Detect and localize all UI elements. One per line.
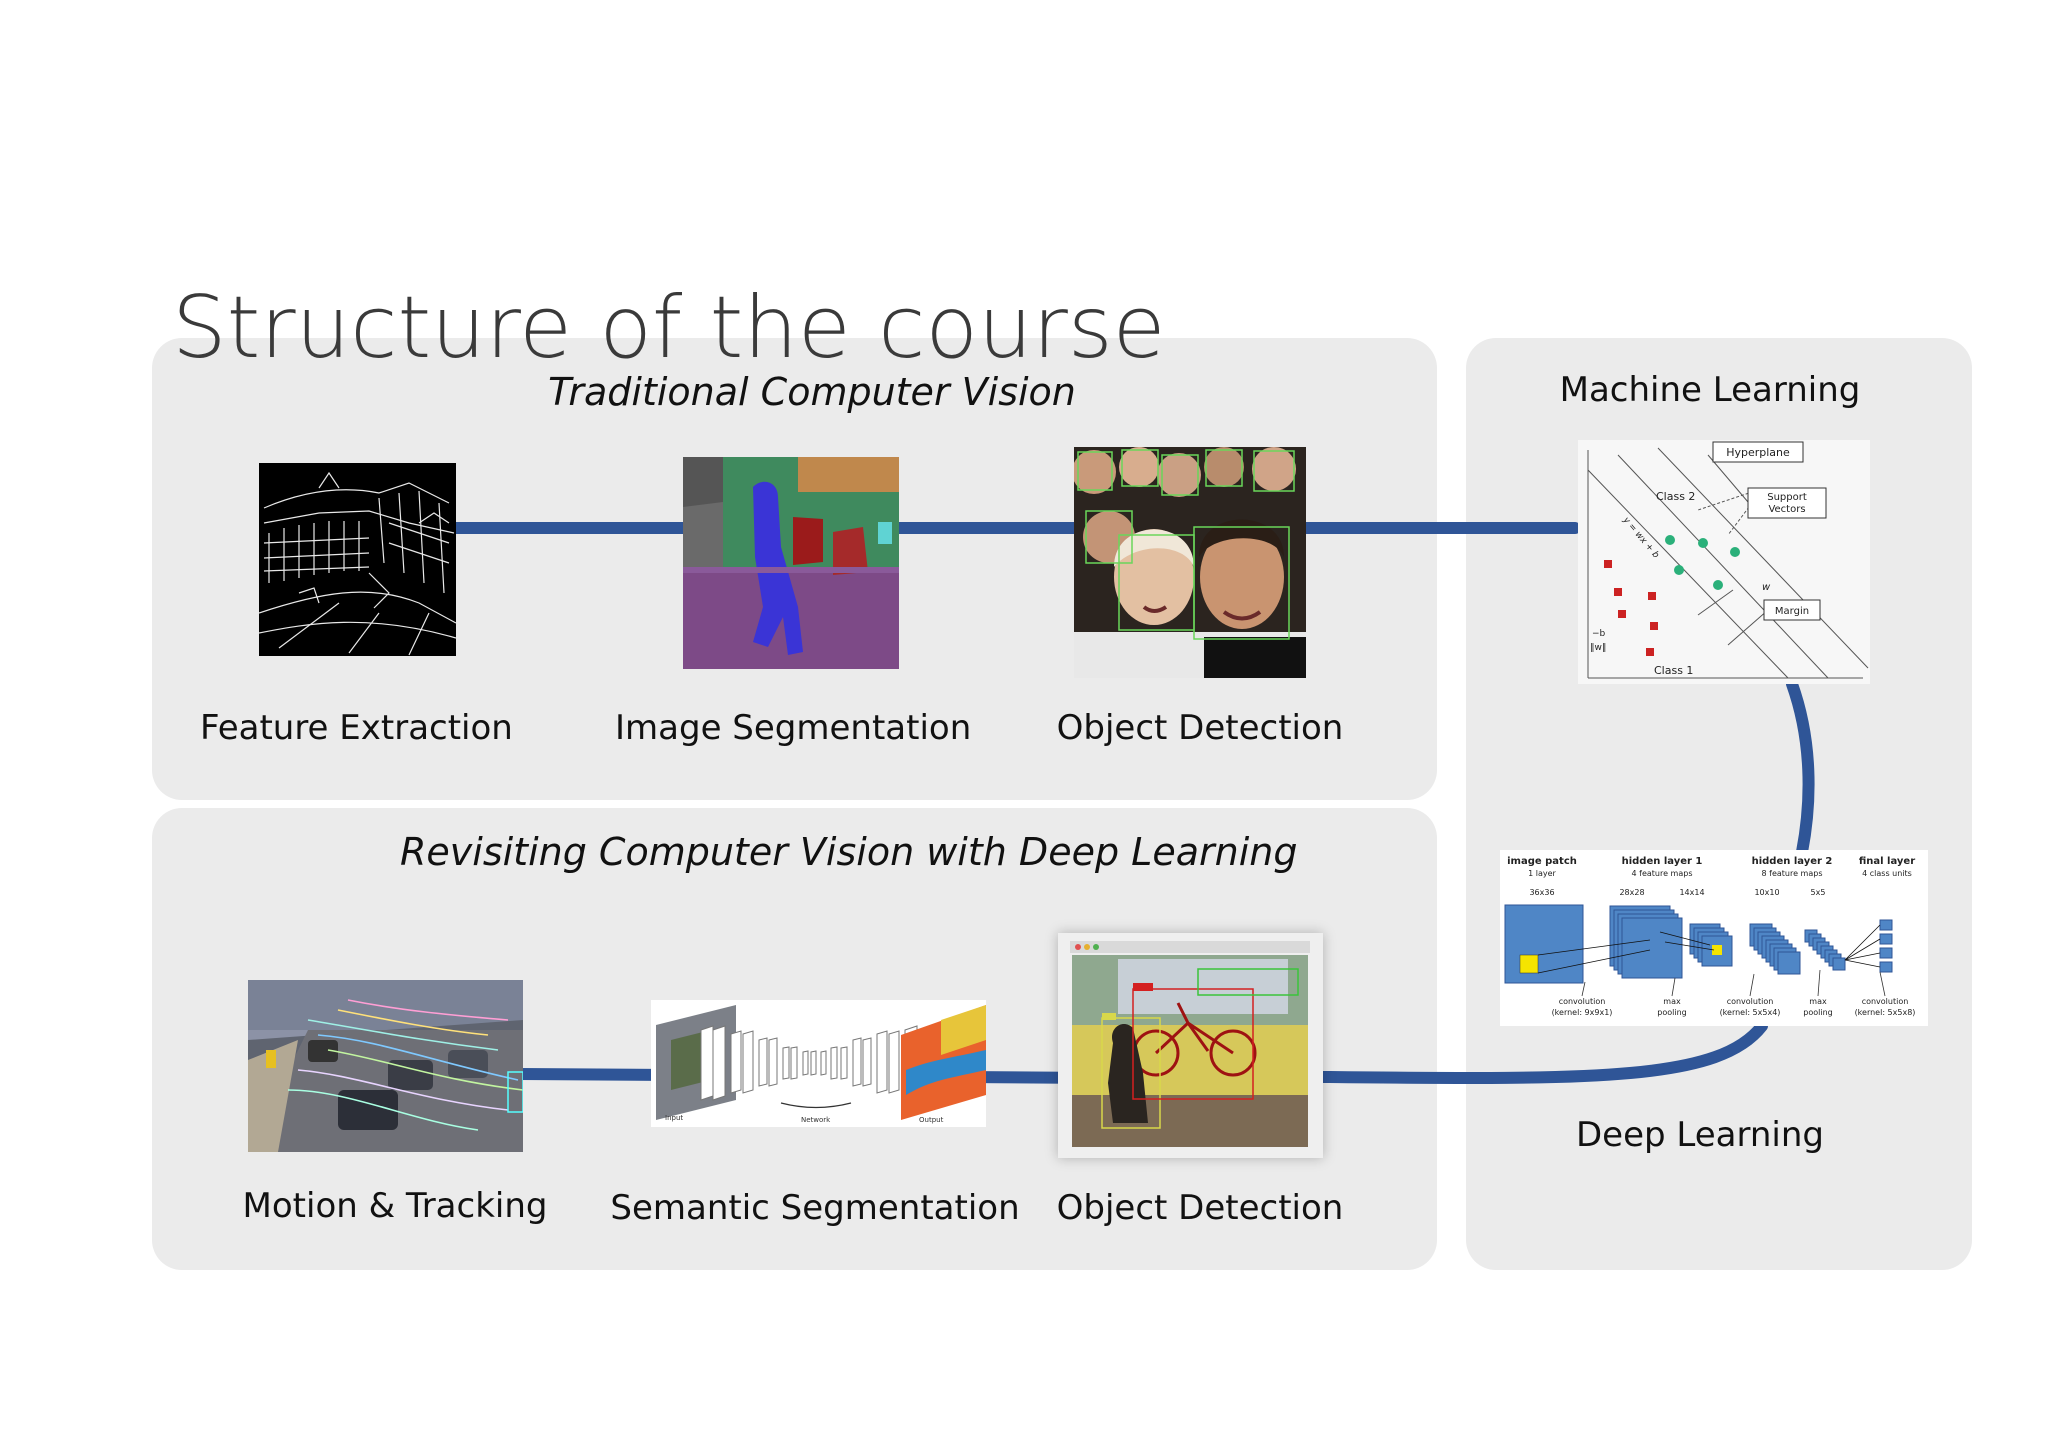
cnn-architecture-figure: image patch 1 layer 36x36 hidden layer 1… <box>1500 850 1928 1026</box>
cnn-op5-b: (kernel: 5x5x8) <box>1855 1008 1916 1017</box>
cnn-col3-dim-a: 10x10 <box>1754 888 1779 897</box>
svm-neg-b-label: −b <box>1592 629 1606 639</box>
cnn-col1-sub: 1 layer <box>1528 869 1556 878</box>
svm-norm-w-label: ‖w‖ <box>1590 643 1606 653</box>
cnn-col3-sub: 8 feature maps <box>1762 869 1823 878</box>
segmentation-map-image <box>683 457 899 669</box>
svm-class1-label: Class 1 <box>1654 664 1693 677</box>
svm-w-label: w <box>1762 582 1771 593</box>
cnn-op5-a: convolution <box>1862 997 1909 1006</box>
image-segmentation-label: Image Segmentation <box>615 708 972 748</box>
cnn-col2-sub: 4 feature maps <box>1632 869 1693 878</box>
ml-heading: Machine Learning <box>1559 370 1861 410</box>
net-output-label: Output <box>919 1116 944 1124</box>
cnn-op2-a: max <box>1663 997 1681 1006</box>
connector-ml-to-dl <box>1786 678 1815 858</box>
cnn-op3-b: (kernel: 5x5x4) <box>1720 1008 1781 1017</box>
motion-tracking-label: Motion & Tracking <box>242 1186 548 1226</box>
connector-dl-to-bottom-row <box>1294 1020 1768 1085</box>
traditional-cv-heading: Traditional Computer Vision <box>548 370 1076 414</box>
cnn-col1-title: image patch <box>1507 856 1577 867</box>
net-network-label: Network <box>801 1116 831 1124</box>
svm-margin-label: Margin <box>1775 606 1809 617</box>
dl-heading: Deep Learning <box>1575 1115 1824 1155</box>
cnn-op3-a: convolution <box>1727 997 1774 1006</box>
object-detection-label-bottom: Object Detection <box>1056 1188 1344 1228</box>
feature-extraction-label: Feature Extraction <box>200 708 513 748</box>
cnn-op1-b: (kernel: 9x9x1) <box>1552 1008 1613 1017</box>
cnn-col4-sub: 4 class units <box>1862 869 1912 878</box>
semantic-segmentation-label: Semantic Segmentation <box>610 1188 1020 1228</box>
slide-title: Structure of the course <box>172 278 1166 378</box>
cnn-col2-title: hidden layer 1 <box>1622 856 1703 867</box>
svm-support-label-1: Support <box>1767 492 1807 503</box>
svm-hyperplane-figure: Hyperplane Support Vectors Margin Class … <box>1578 440 1870 684</box>
cnn-op2-b: pooling <box>1657 1008 1686 1017</box>
svm-class2-label: Class 2 <box>1656 490 1695 503</box>
object-detection-label-top: Object Detection <box>1056 708 1344 748</box>
cnn-op4-a: max <box>1809 997 1827 1006</box>
encoder-decoder-network-image: Input Network Output <box>651 1000 986 1127</box>
cnn-op4-b: pooling <box>1803 1008 1832 1017</box>
cnn-col1-dim: 36x36 <box>1529 888 1554 897</box>
face-detection-image <box>1074 447 1306 678</box>
cnn-col3-dim-b: 5x5 <box>1811 888 1826 897</box>
cnn-col2-dim-b: 14x14 <box>1679 888 1704 897</box>
cnn-col4-title: final layer <box>1859 856 1915 867</box>
svm-support-label-2: Vectors <box>1768 504 1805 515</box>
net-input-label: Input <box>665 1114 683 1122</box>
edge-map-image <box>259 463 456 656</box>
traffic-tracking-image <box>248 980 523 1152</box>
dog-bicycle-detection-image <box>1058 933 1323 1158</box>
deep-cv-heading: Revisiting Computer Vision with Deep Lea… <box>400 830 1298 874</box>
svm-hyperplane-label: Hyperplane <box>1726 446 1790 459</box>
cnn-col2-dim-a: 28x28 <box>1619 888 1644 897</box>
cnn-op1-a: convolution <box>1559 997 1606 1006</box>
cnn-col3-title: hidden layer 2 <box>1752 856 1833 867</box>
